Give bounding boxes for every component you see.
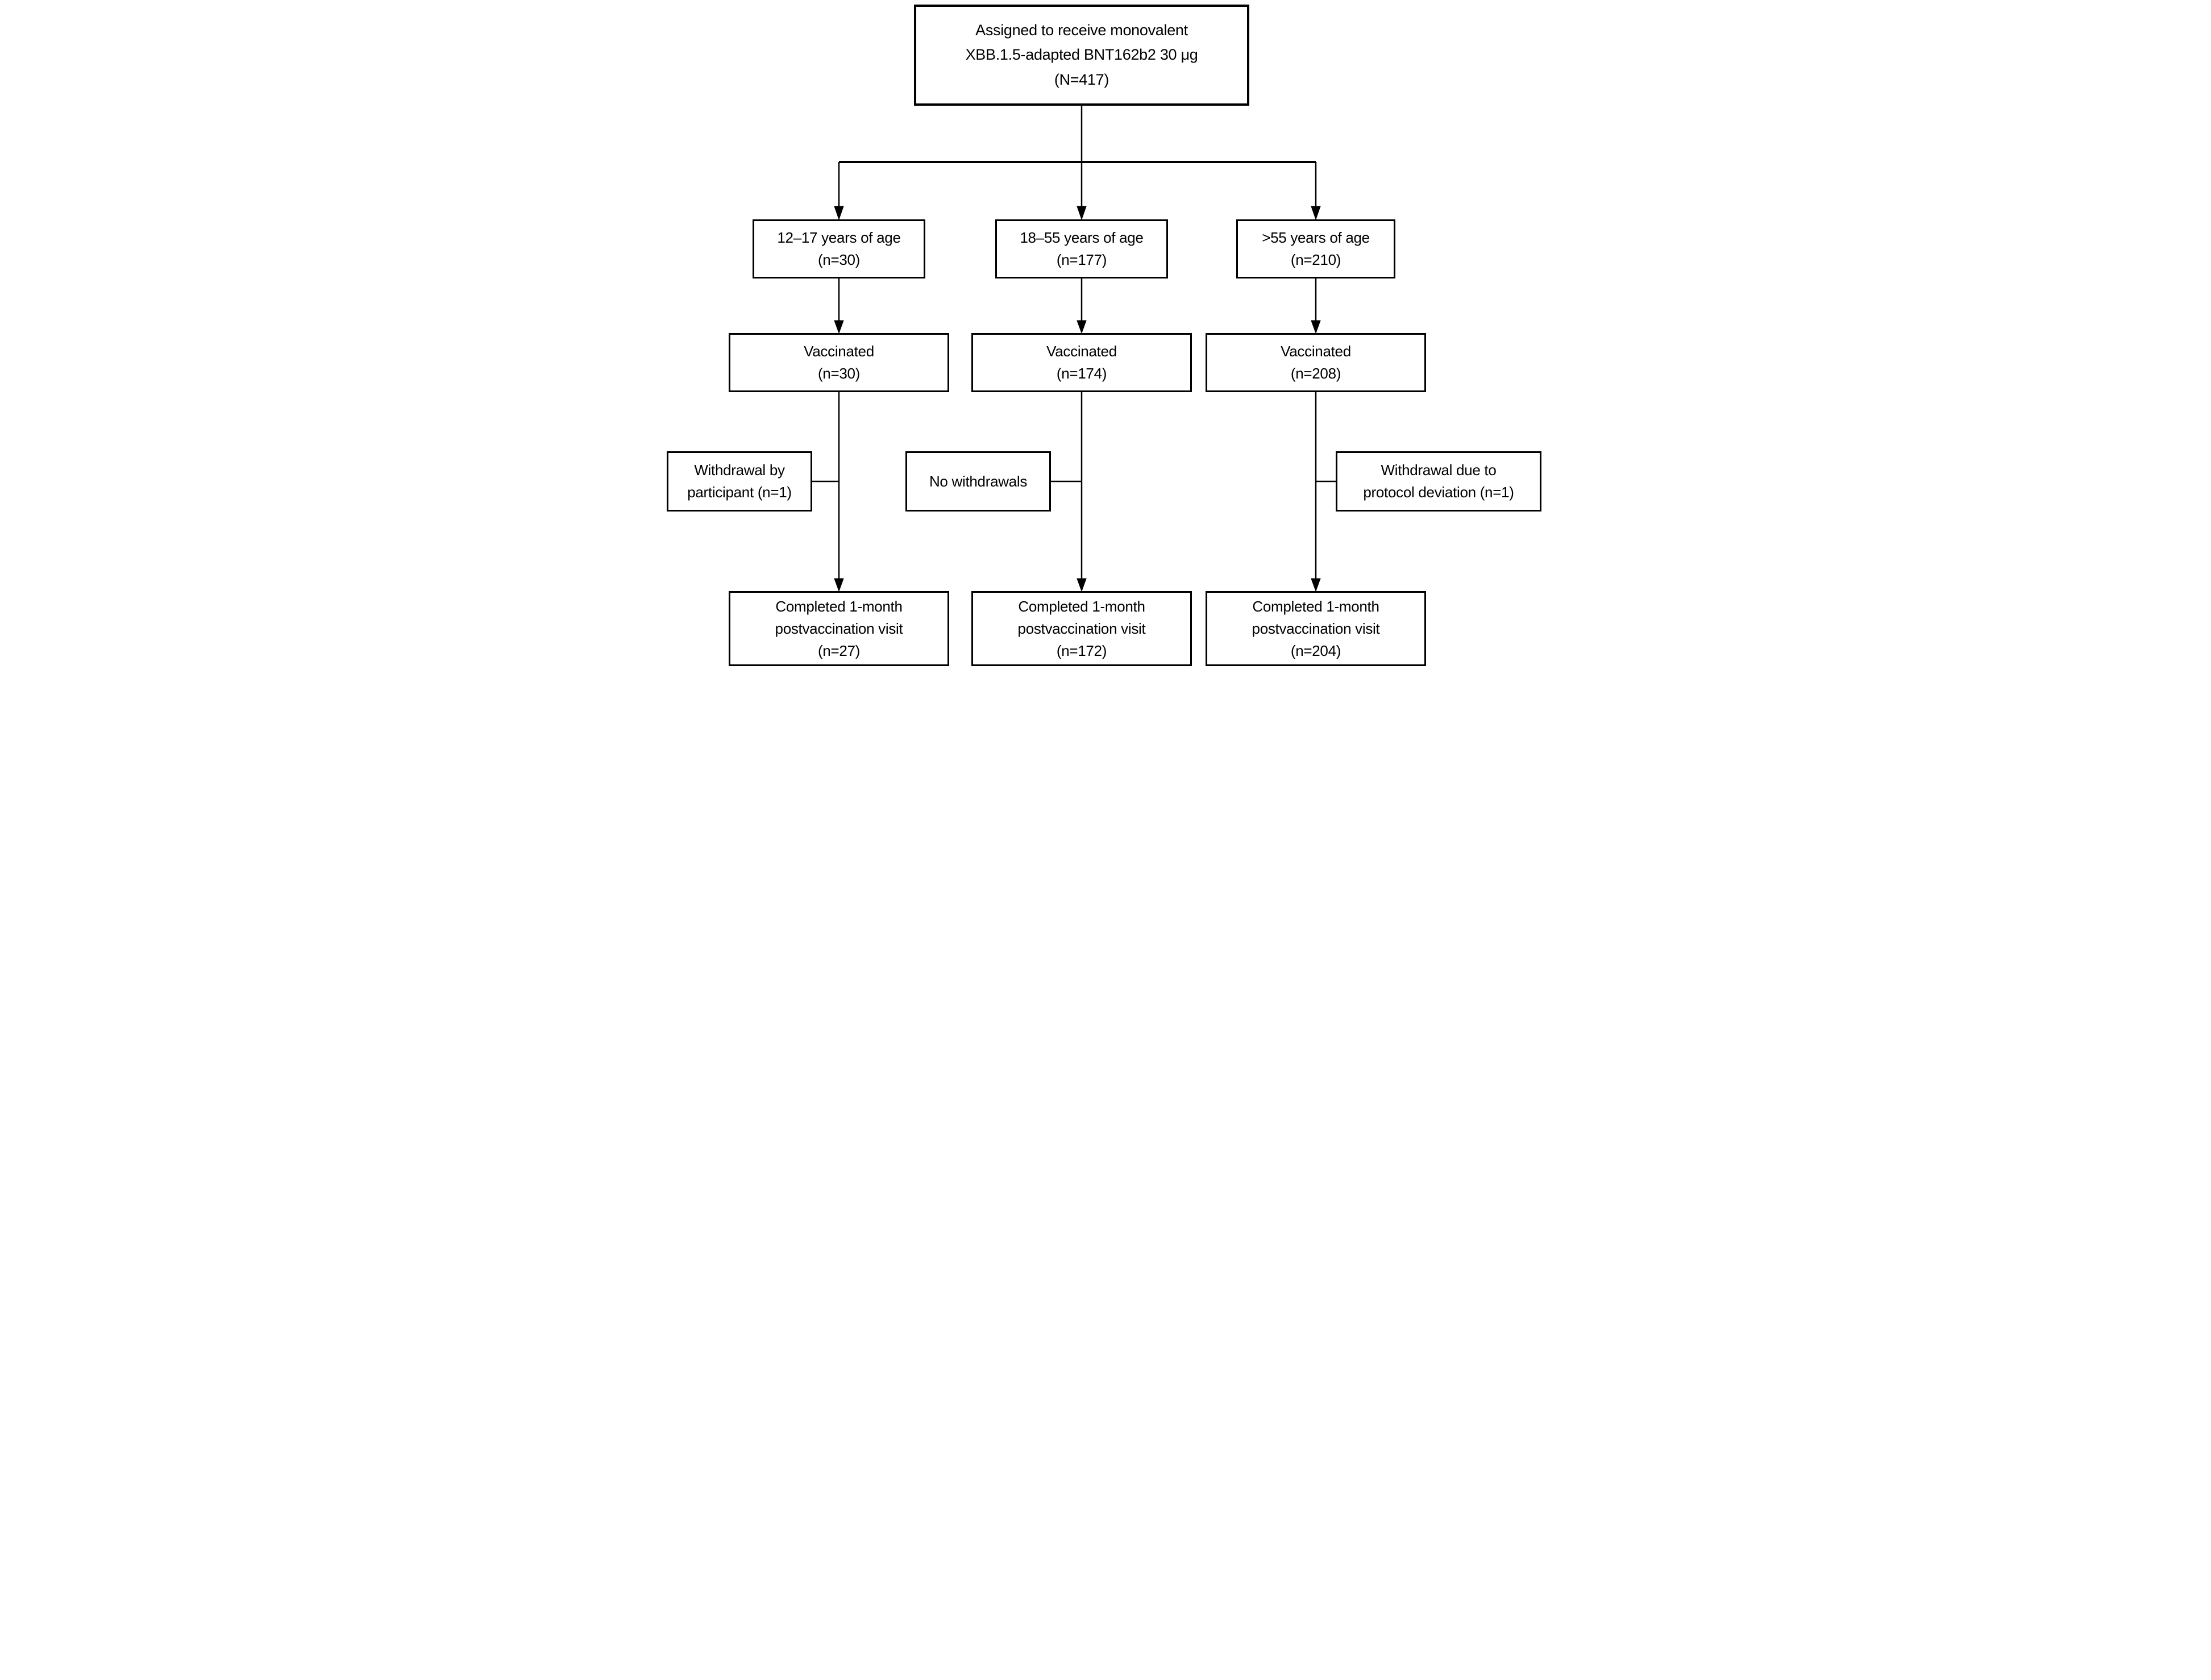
withdrawal-line-1: No withdrawals xyxy=(929,472,1028,490)
arrowhead-vac-left xyxy=(834,320,844,334)
completed-line-1: Completed 1-month xyxy=(1252,597,1379,615)
withdrawal-line-1: Withdrawal by xyxy=(694,461,785,479)
completed-count: (n=27) xyxy=(817,642,861,659)
arrowhead-comp-mid xyxy=(1077,578,1087,592)
vaccinated-label: Vaccinated xyxy=(1046,343,1117,360)
flow-diagram: Assigned to receive monovalent XBB.1.5-a… xyxy=(663,0,1548,672)
arrowhead-vac-mid xyxy=(1077,320,1087,334)
vaccinated-box-over-55: Vaccinated (n=208) xyxy=(1206,333,1426,392)
completed-visit-box-12-17: Completed 1-month postvaccination visit … xyxy=(729,591,949,666)
enrollment-line-2: XBB.1.5-adapted BNT162b2 30 μg xyxy=(965,46,1198,64)
enrollment-line-1: Assigned to receive monovalent xyxy=(975,22,1188,39)
withdrawal-line-1: Withdrawal due to xyxy=(1381,461,1497,479)
vaccinated-label: Vaccinated xyxy=(804,343,874,360)
age-group-label: >55 years of age xyxy=(1262,229,1370,246)
age-group-count: (n=177) xyxy=(1056,251,1107,268)
withdrawal-line-2: participant (n=1) xyxy=(687,484,792,501)
enrollment-line-3: (N=417) xyxy=(1054,70,1109,88)
age-group-box-18-55: 18–55 years of age (n=177) xyxy=(995,219,1168,278)
withdrawal-box-18-55: No withdrawals xyxy=(905,451,1051,512)
vaccinated-label: Vaccinated xyxy=(1281,343,1351,360)
vaccinated-count: (n=174) xyxy=(1056,365,1107,382)
arrowhead-age-right xyxy=(1311,206,1321,221)
age-group-label: 12–17 years of age xyxy=(777,229,901,246)
vaccinated-box-12-17: Vaccinated (n=30) xyxy=(729,333,949,392)
completed-count: (n=172) xyxy=(1056,642,1107,659)
completed-line-1: Completed 1-month xyxy=(775,597,903,615)
completed-line-2: postvaccination visit xyxy=(1017,619,1146,637)
withdrawal-line-2: protocol deviation (n=1) xyxy=(1363,484,1514,501)
completed-line-2: postvaccination visit xyxy=(1252,619,1380,637)
vaccinated-count: (n=208) xyxy=(1290,365,1341,382)
connector-layer xyxy=(812,105,1336,592)
completed-line-1: Completed 1-month xyxy=(1018,597,1145,615)
arrowhead-age-mid xyxy=(1077,206,1087,221)
age-group-count: (n=210) xyxy=(1290,251,1341,268)
age-group-label: 18–55 years of age xyxy=(1020,229,1144,246)
enrollment-box: Assigned to receive monovalent XBB.1.5-a… xyxy=(914,5,1249,106)
completed-line-2: postvaccination visit xyxy=(775,619,903,637)
withdrawal-box-over-55: Withdrawal due to protocol deviation (n=… xyxy=(1336,451,1541,512)
arrowhead-comp-right xyxy=(1311,578,1321,592)
vaccinated-box-18-55: Vaccinated (n=174) xyxy=(971,333,1192,392)
age-group-box-12-17: 12–17 years of age (n=30) xyxy=(753,219,925,278)
completed-visit-box-18-55: Completed 1-month postvaccination visit … xyxy=(971,591,1192,666)
arrowhead-age-left xyxy=(834,206,844,221)
age-group-count: (n=30) xyxy=(817,251,861,268)
completed-visit-box-over-55: Completed 1-month postvaccination visit … xyxy=(1206,591,1426,666)
vaccinated-count: (n=30) xyxy=(817,365,861,382)
arrowhead-comp-left xyxy=(834,578,844,592)
arrowhead-vac-right xyxy=(1311,320,1321,334)
age-group-box-over-55: >55 years of age (n=210) xyxy=(1236,219,1395,278)
completed-count: (n=204) xyxy=(1290,642,1341,659)
withdrawal-box-12-17: Withdrawal by participant (n=1) xyxy=(667,451,812,512)
